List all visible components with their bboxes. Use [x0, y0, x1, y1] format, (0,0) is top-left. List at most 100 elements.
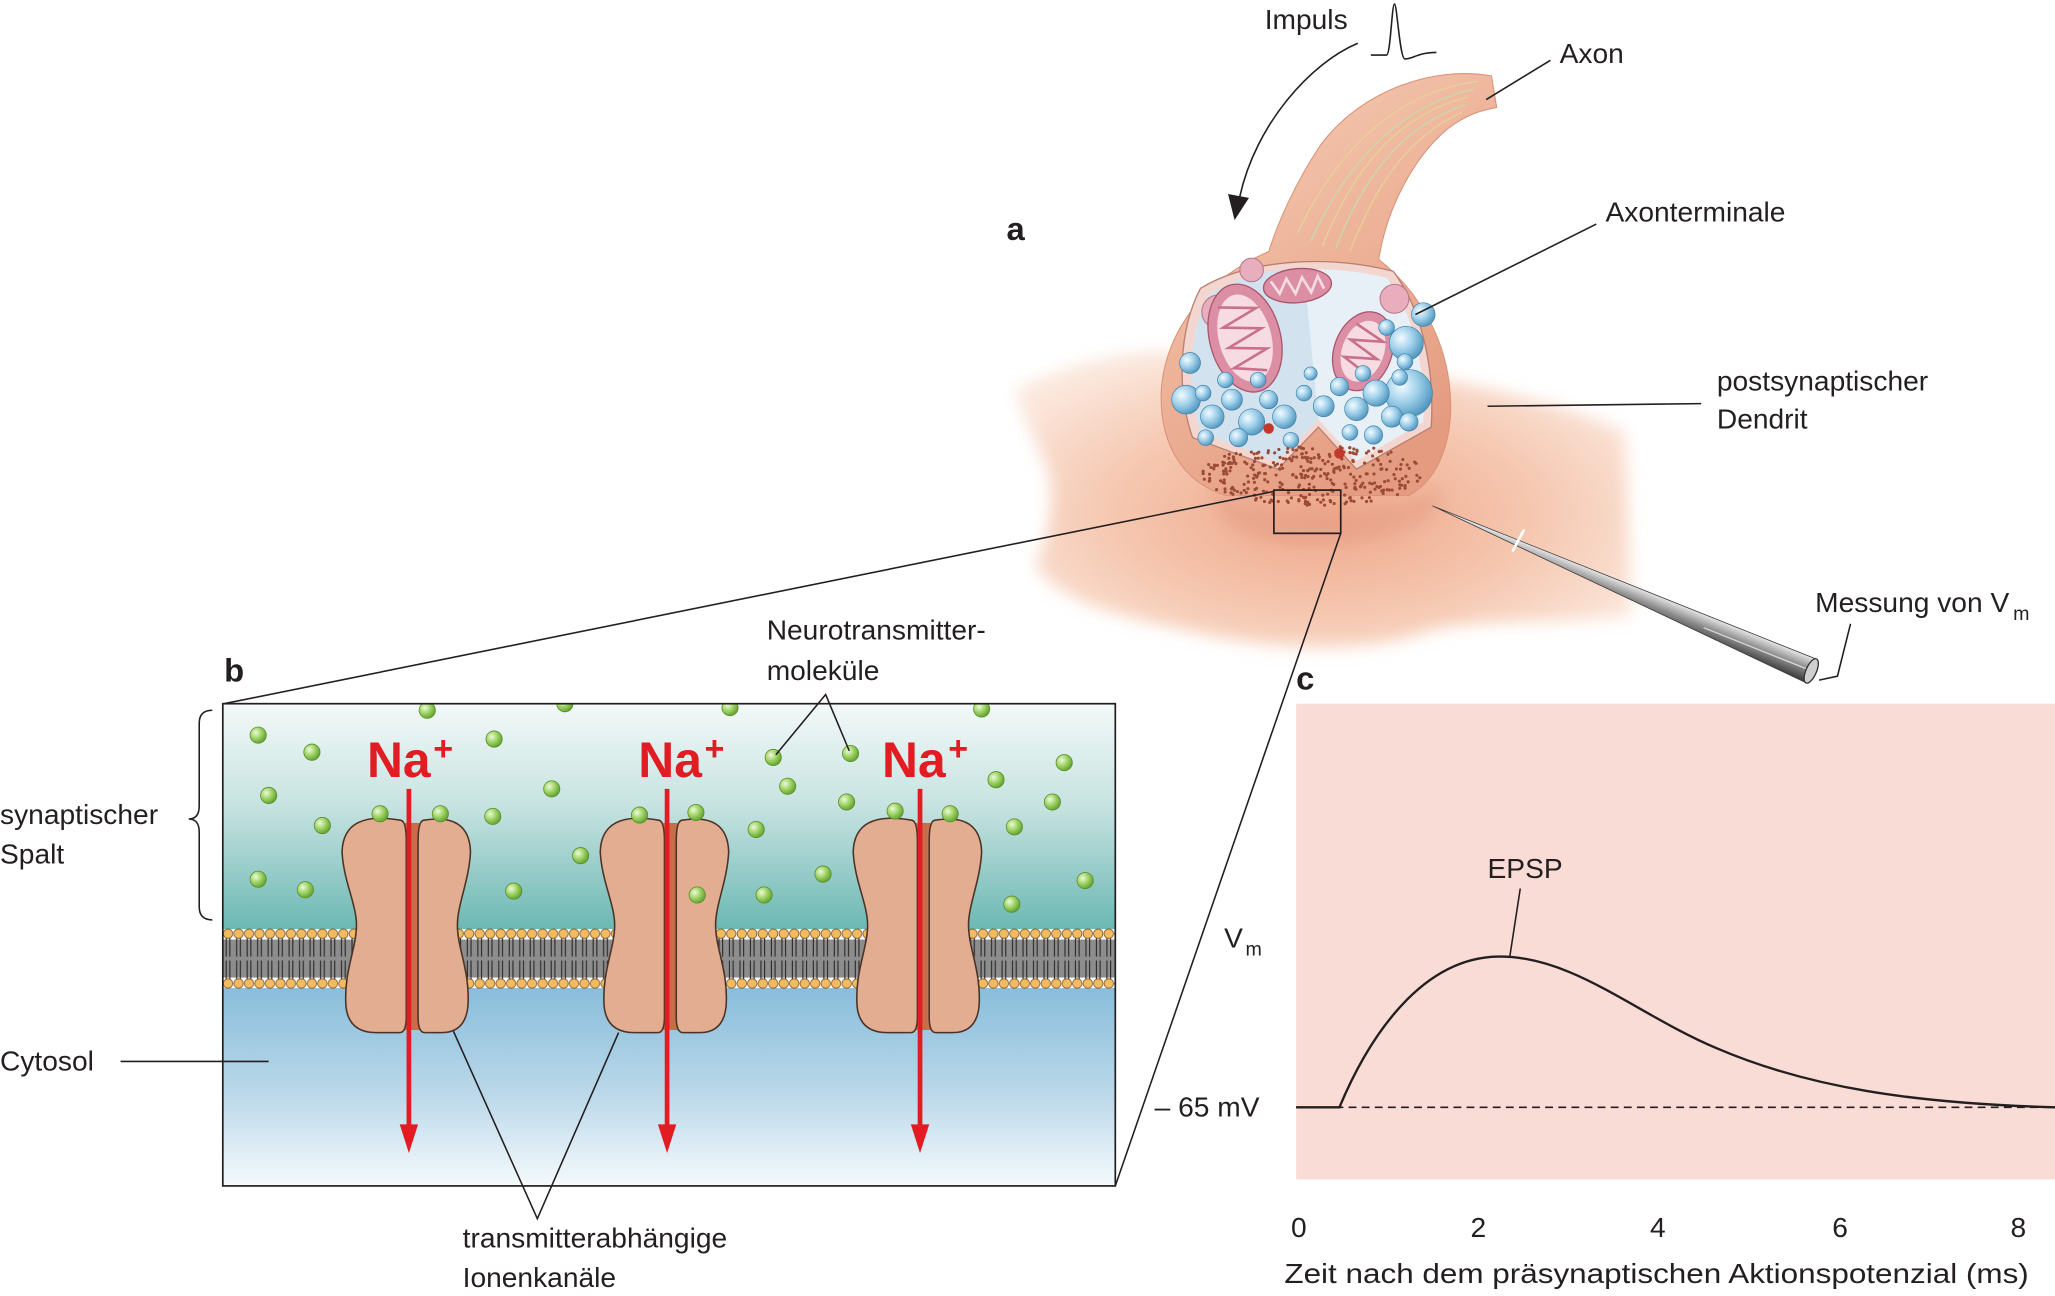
density-dot	[1224, 469, 1228, 474]
density-dot	[1325, 476, 1329, 481]
density-dot	[1273, 463, 1277, 468]
density-dot	[1304, 473, 1308, 477]
synaptic-vesicle	[1396, 353, 1414, 370]
synaptic-vesicle	[1217, 371, 1234, 389]
panel-a: Impuls Axon a Axonterminale postsynaptis…	[223, 3, 2030, 1187]
synaptic-cleft-label-line1: synaptischer	[0, 798, 158, 830]
synaptic-vesicle	[1282, 432, 1300, 449]
density-dot	[1221, 469, 1226, 473]
dendrite-fold	[1212, 487, 1441, 546]
panel-b-frame	[221, 702, 1117, 1187]
neurotransmitter-molecule	[779, 777, 797, 795]
density-dot	[1304, 495, 1308, 500]
density-dot	[1209, 465, 1213, 469]
density-dot	[1319, 500, 1323, 504]
density-dot	[1297, 445, 1301, 449]
density-dot	[1306, 475, 1310, 479]
density-dot	[1300, 456, 1305, 460]
density-dot	[1306, 500, 1310, 504]
axon-label: Axon	[1560, 37, 1624, 69]
synaptic-vesicle	[1391, 369, 1408, 386]
density-dot	[1300, 475, 1304, 480]
density-dot	[1338, 445, 1342, 449]
ion-symbol: Na	[367, 732, 431, 788]
density-dot	[1322, 472, 1327, 476]
density-dot	[1232, 488, 1236, 492]
density-dot	[1286, 446, 1290, 451]
neurotransmitter-molecule	[249, 726, 267, 744]
density-dot	[1364, 451, 1368, 455]
density-dot	[1252, 452, 1256, 456]
density-dot	[1344, 485, 1348, 490]
density-dot	[1406, 480, 1410, 484]
density-dot	[1303, 455, 1307, 459]
density-dot	[1367, 495, 1372, 500]
channel-left-subunit	[852, 817, 919, 1034]
density-dot	[1218, 479, 1223, 483]
density-dot	[1307, 492, 1312, 497]
density-dot	[1372, 472, 1376, 476]
channel-right-subunit	[675, 818, 730, 1034]
density-dot	[1368, 481, 1372, 485]
density-dot	[1403, 486, 1407, 490]
density-dot	[1398, 483, 1402, 487]
release-site	[1334, 448, 1345, 459]
density-dot	[1245, 462, 1249, 466]
density-dot	[1259, 495, 1263, 499]
impulse-indicator	[1228, 3, 1437, 221]
arrow-head	[910, 1124, 930, 1154]
neurotransmitter-molecule	[842, 744, 860, 763]
density-dot	[1415, 479, 1419, 483]
density-dot	[1232, 457, 1236, 461]
density-dot	[1262, 499, 1267, 504]
neurotransmitter-molecule	[1055, 754, 1073, 772]
density-dot	[1325, 473, 1329, 477]
electrode-label-subscript: m	[2013, 603, 2029, 625]
synaptic-vesicle	[1354, 365, 1372, 382]
density-dot	[1306, 459, 1310, 463]
channel-leader	[452, 1030, 620, 1221]
neurotransmitter-label-line2: moleküle	[767, 654, 880, 686]
baseline-label: – 65 mV	[1155, 1090, 1260, 1122]
neurotransmitter-molecule	[1043, 793, 1061, 811]
density-dot	[1304, 451, 1308, 455]
density-dot	[1405, 463, 1409, 467]
density-dot	[1353, 482, 1357, 486]
density-dot	[1231, 492, 1235, 496]
density-dot	[1332, 502, 1336, 506]
density-dot	[1319, 467, 1323, 471]
panel-a-letter: a	[1007, 210, 1026, 247]
recording-electrode	[1432, 505, 1820, 684]
zoom-line-bottom	[1114, 533, 1342, 1187]
axon-terminal-label: Axonterminale	[1605, 195, 1785, 227]
density-dot	[1363, 461, 1367, 465]
density-dot	[1385, 467, 1389, 472]
density-dot	[1398, 467, 1403, 471]
density-dot	[1223, 490, 1227, 494]
neurotransmitter-molecule	[418, 703, 436, 719]
epsp-curve	[1296, 955, 2055, 1109]
density-dot	[1351, 459, 1355, 464]
density-dot	[1255, 475, 1259, 479]
density-dot	[1294, 475, 1298, 479]
neurotransmitter-molecules	[249, 703, 1094, 913]
density-dot	[1312, 485, 1316, 489]
density-dot	[1234, 451, 1238, 455]
mitochondrion	[1207, 283, 1283, 393]
density-dot	[1278, 481, 1282, 485]
panel-b-letter: b	[224, 651, 244, 688]
density-dot	[1407, 466, 1411, 470]
density-dot	[1201, 472, 1205, 476]
density-dot	[1378, 484, 1383, 488]
density-dot	[1297, 485, 1301, 489]
density-dot	[1256, 471, 1260, 475]
neurotransmitter-molecule	[485, 730, 503, 748]
density-dot	[1365, 472, 1369, 476]
synaptic-vesicle	[1272, 404, 1297, 429]
axon-fiber	[1334, 104, 1466, 250]
density-dot	[1268, 465, 1272, 469]
synaptic-vesicle	[1249, 371, 1267, 389]
release-site	[1263, 423, 1274, 434]
y-axis-label-main: V	[1224, 921, 1243, 953]
